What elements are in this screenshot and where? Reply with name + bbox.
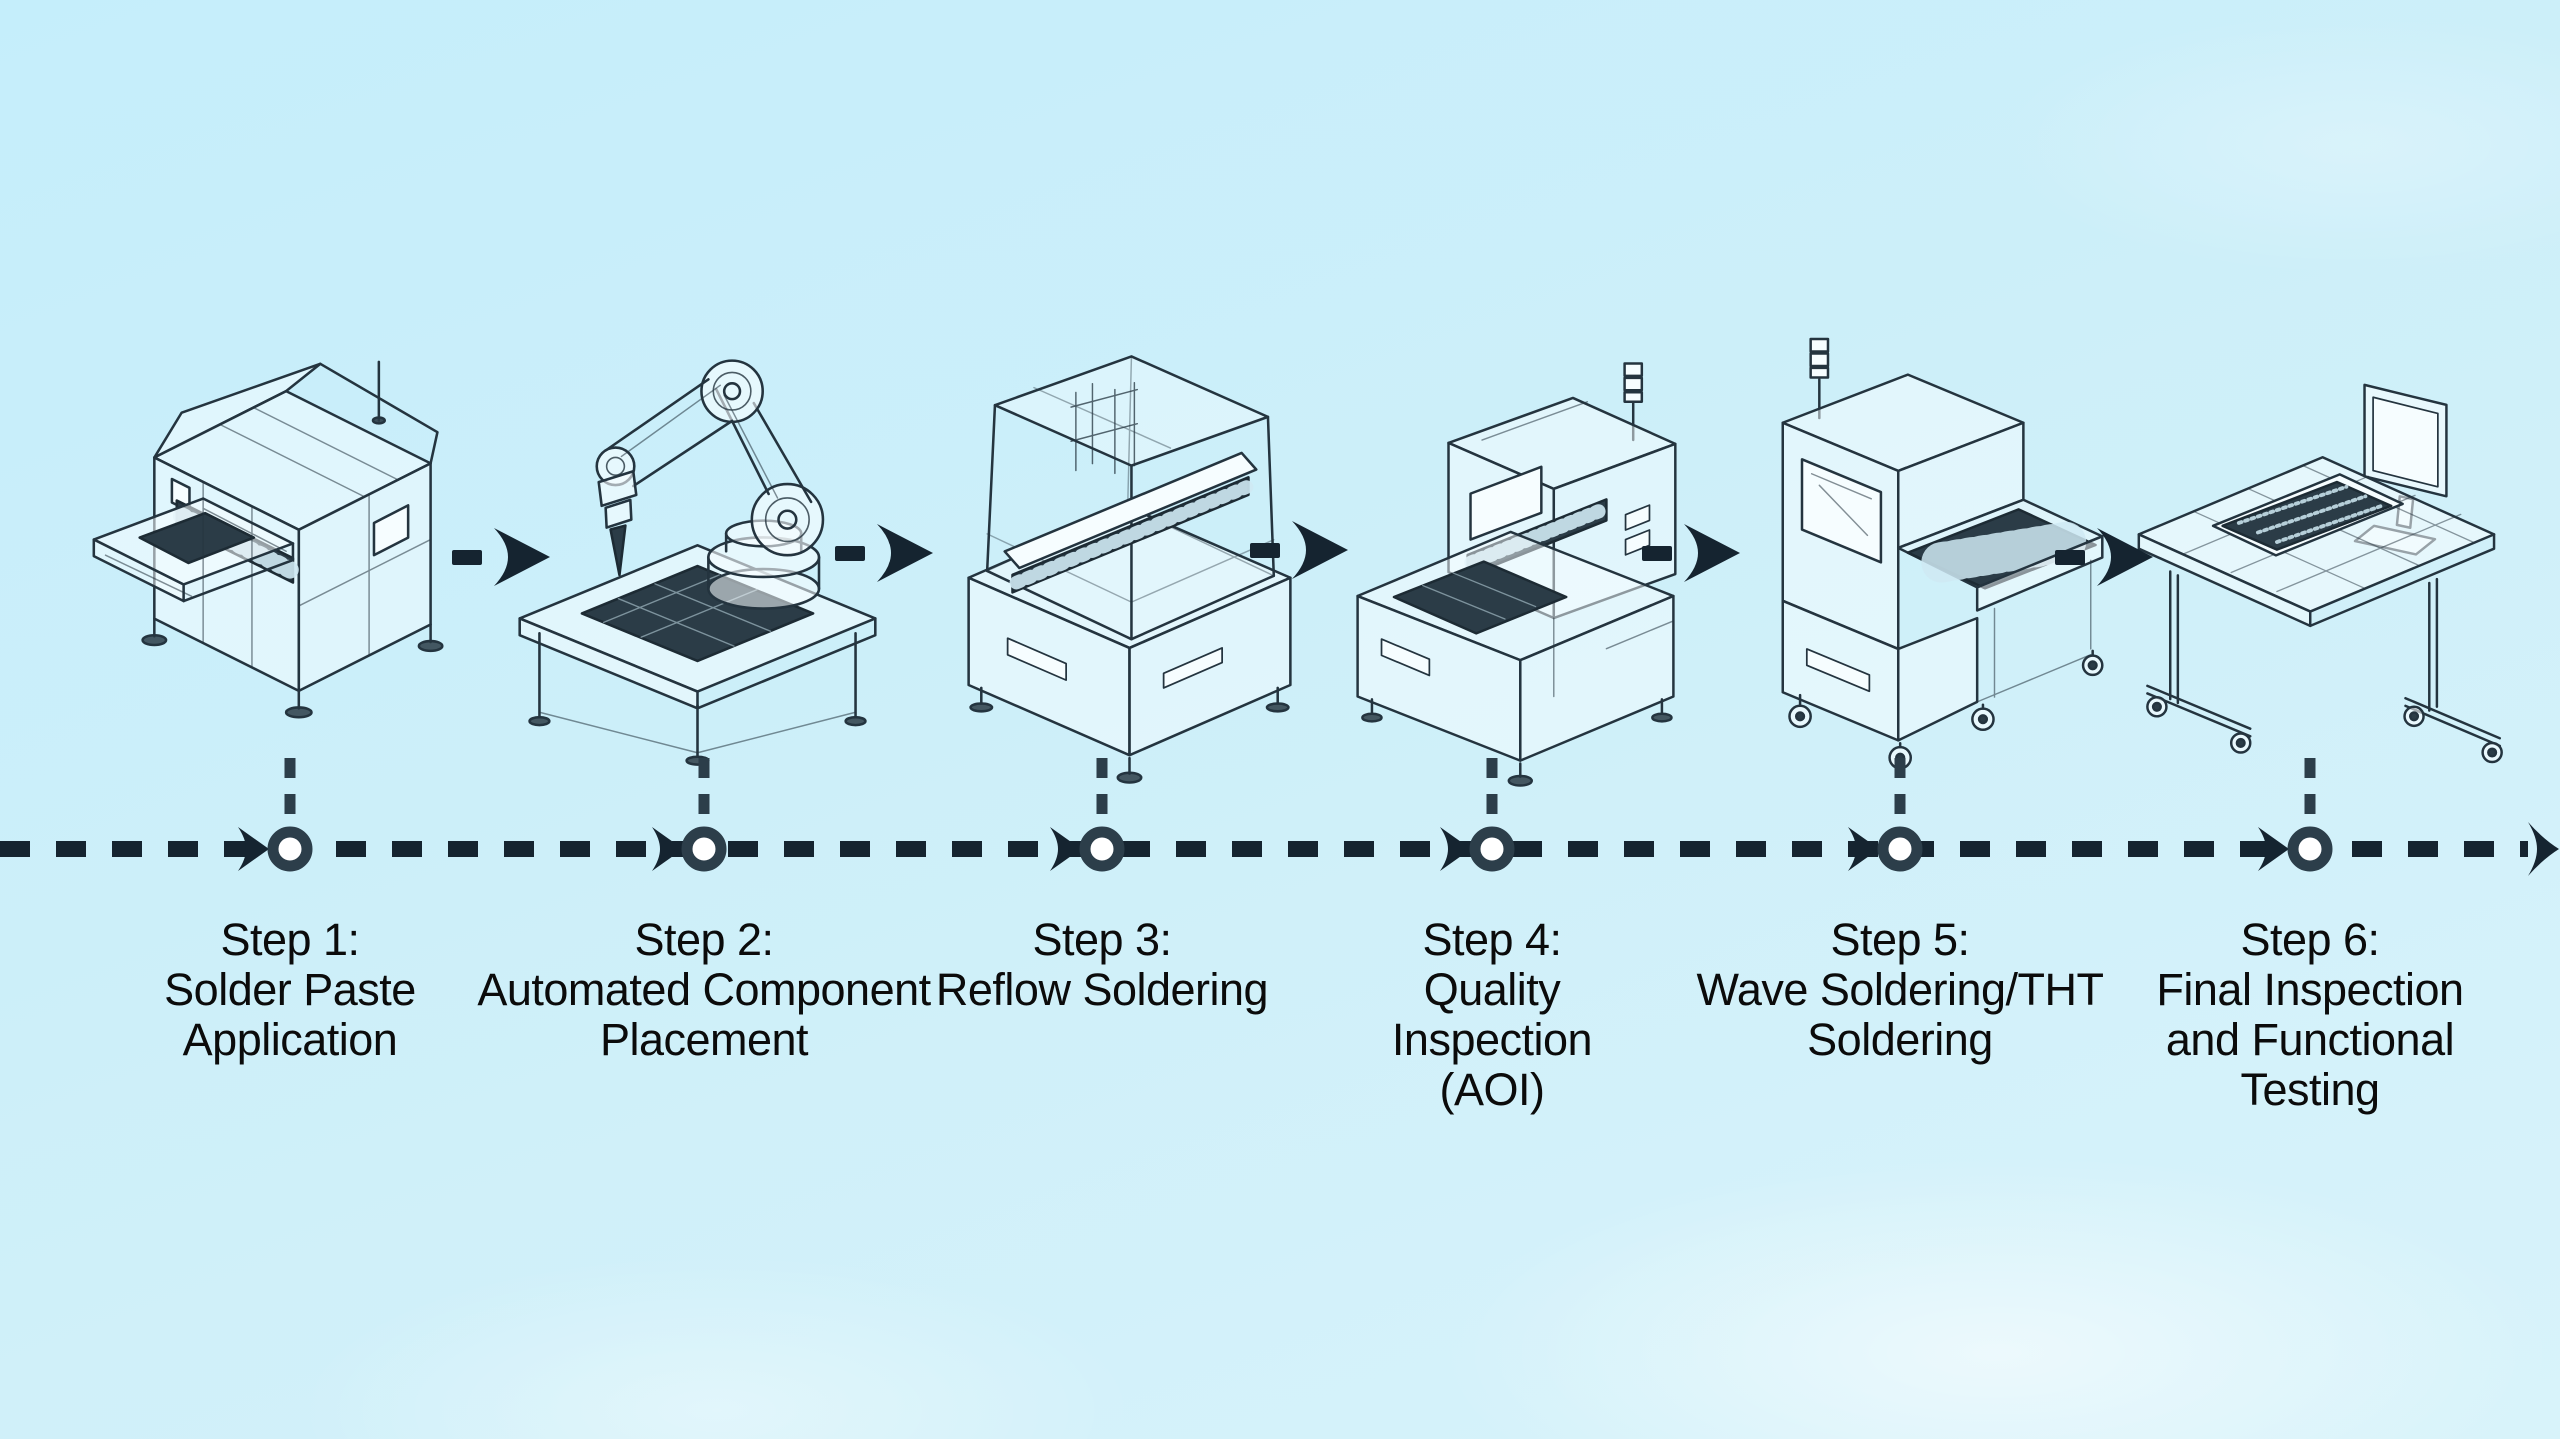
step-text-line: Testing	[2240, 1064, 2380, 1115]
step-label-1: Step 1: Solder Paste Application	[50, 915, 530, 1065]
flow-arrow-icon	[1248, 515, 1358, 585]
step-number: Step 5:	[1830, 914, 1970, 965]
step-number: Step 4:	[1422, 914, 1562, 965]
timeline-end-arrow-icon	[2528, 822, 2559, 876]
step-text-line: Final Inspection	[2156, 964, 2464, 1015]
flow-arrow-icon	[833, 518, 943, 588]
step-label-2: Step 2: Automated Component Placement	[464, 915, 944, 1065]
step-text-line: Placement	[599, 1014, 809, 1065]
step-label-5: Step 5: Wave Soldering/THT Soldering	[1660, 915, 2140, 1065]
reflow-oven-illustration	[915, 348, 1305, 788]
step-text-line: (AOI)	[1439, 1064, 1546, 1115]
test-workstation-desk-illustration	[2115, 350, 2515, 775]
flow-arrow-icon	[450, 522, 560, 592]
process-timeline	[0, 758, 2559, 876]
step-number: Step 1:	[220, 914, 360, 965]
step-text-line: Application	[182, 1014, 398, 1065]
step-number: Step 2:	[634, 914, 774, 965]
step-text-line: Inspection	[1391, 1014, 1593, 1065]
step-text-line: Automated Component	[477, 964, 931, 1015]
aoi-inspection-machine-illustration	[1338, 352, 1693, 797]
robotic-pick-and-place-arm-illustration	[495, 292, 900, 772]
flow-arrow-icon	[1640, 518, 1750, 588]
step-text-line: and Functional	[2165, 1014, 2455, 1065]
solder-paste-printer-illustration	[86, 352, 496, 772]
step-label-6: Step 6: Final Inspection and Functional …	[2070, 915, 2550, 1115]
timeline-node-icons	[267, 826, 2333, 872]
timeline-arrowhead-icons	[238, 827, 2289, 871]
step-label-3: Step 3: Reflow Soldering	[862, 915, 1342, 1015]
step-label-4: Step 4: Quality Inspection (AOI)	[1252, 915, 1732, 1115]
step-text-line: Reflow Soldering	[935, 964, 1269, 1015]
machine-connector-lines	[284, 758, 2316, 828]
step-text-line: Soldering	[1807, 1014, 1993, 1065]
step-text-line: Wave Soldering/THT	[1696, 964, 2104, 1015]
step-number: Step 6:	[2240, 914, 2380, 965]
step-number: Step 3:	[1032, 914, 1172, 965]
step-text-line: Solder Paste	[164, 964, 416, 1015]
wave-soldering-machine-illustration	[1725, 330, 2110, 785]
flow-arrow-icon	[2053, 522, 2163, 592]
step-text-line: Quality	[1423, 964, 1561, 1015]
